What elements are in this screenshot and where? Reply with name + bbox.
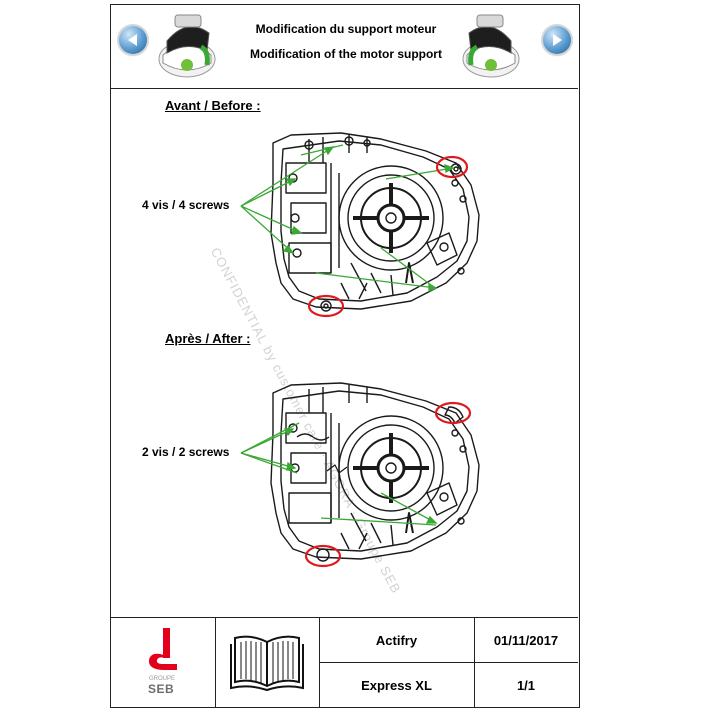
callout-before-screws: 4 vis / 4 screws [142,198,230,212]
product-name: Actifry [375,633,418,648]
document-sheet: Modification du support moteur Modificat… [110,4,580,708]
section-title-after: Après / After : [165,331,251,346]
seb-logo-icon [148,628,177,670]
seb-logo: GROUPE SEB [111,618,215,707]
seb-group-label: GROUPE [149,676,176,682]
section-title-before: Avant / Before : [165,98,261,113]
manual-cell [215,618,319,707]
title-english: Modification of the motor support [250,47,442,61]
product-model: Express XL [361,678,432,693]
arrow-left-icon [128,34,137,46]
document-date: 01/11/2017 [493,633,559,648]
actifry-fryer-icon [462,14,520,78]
open-book-icon [230,635,304,692]
callout-after-screws: 2 vis / 2 screws [142,445,230,459]
title-french: Modification du support moteur [255,22,437,36]
page-number: 1/1 [516,678,536,693]
footer: GROUPE SEB Actifry 0 [111,617,578,707]
actifry-fryer-icon [158,14,216,78]
motor-support-after-diagram [240,382,480,568]
arrow-right-icon [553,34,562,46]
header: Modification du support moteur Modificat… [111,5,578,89]
seb-logo-word: SEB [148,682,175,696]
next-page-button[interactable] [543,26,571,54]
prev-page-button[interactable] [119,26,147,54]
motor-support-before-diagram [240,132,480,318]
